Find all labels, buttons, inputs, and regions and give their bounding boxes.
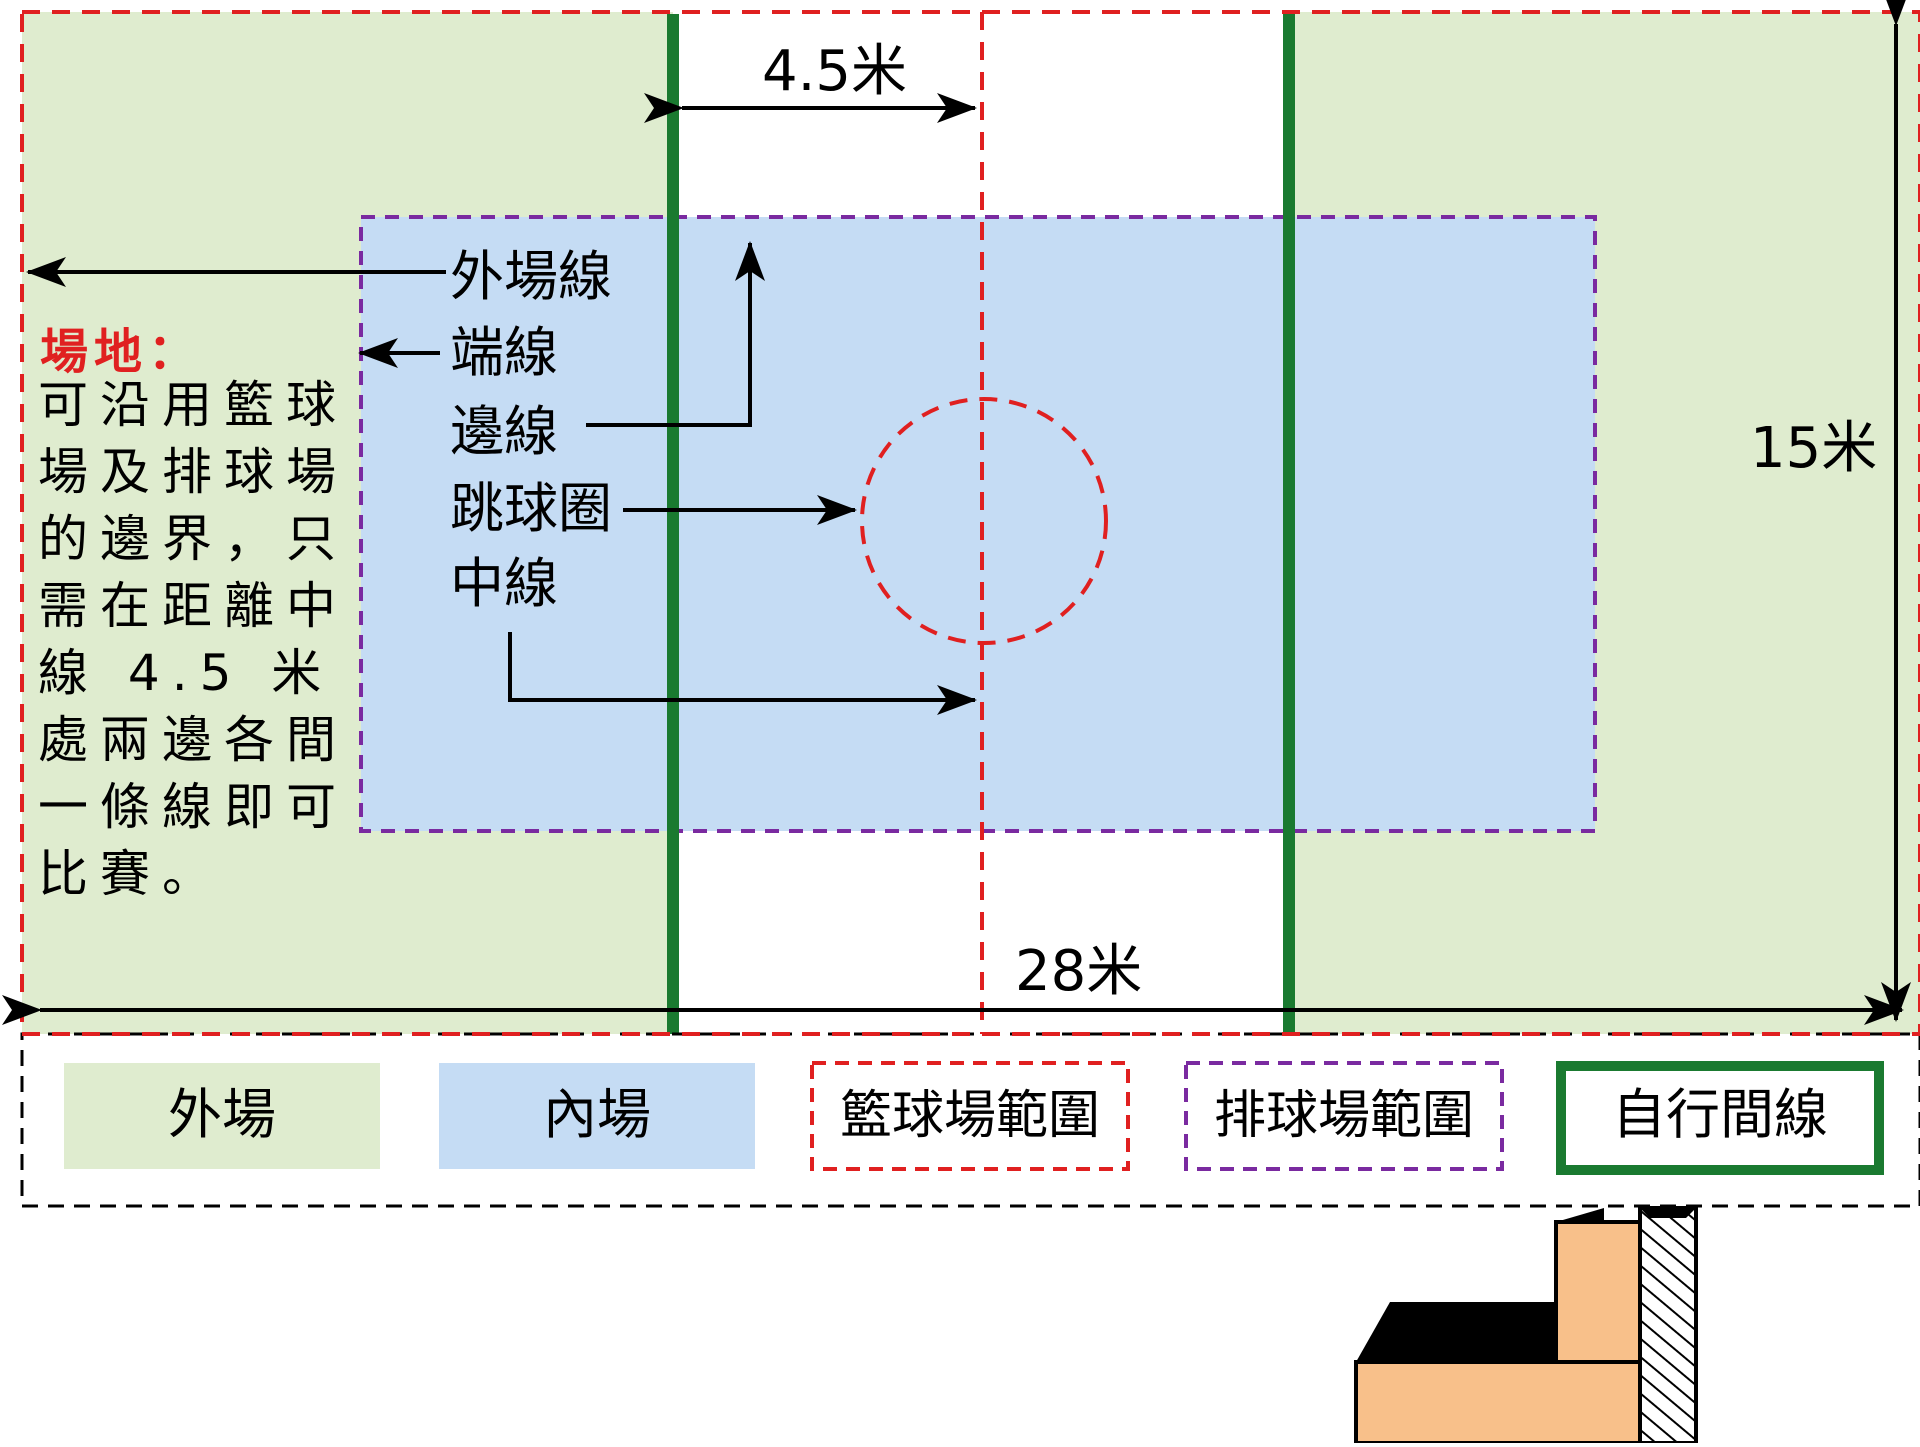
dimension-height-label: 15米: [1750, 416, 1877, 481]
center-line-arrow: [508, 632, 977, 715]
end-line-label: 端線: [450, 321, 558, 384]
legend-item-self-drawn: 自行間線: [1556, 1061, 1884, 1175]
dimension-length-label: 28米: [1015, 939, 1142, 1004]
center-line-label: 中線: [450, 552, 558, 615]
legend-item-outer-field: 外場: [64, 1063, 380, 1169]
inner-field: [361, 217, 1595, 831]
legend-label-inner-field: 內場: [543, 1083, 651, 1146]
side-line-arrow: [586, 241, 765, 427]
corner-figure: [1354, 1206, 1698, 1445]
legend-label-self-drawn: 自行間線: [1612, 1083, 1828, 1146]
jump-circle: [860, 397, 1108, 645]
legend-label-basketball: 籃球場範圍: [840, 1086, 1100, 1146]
legend-label-outer-field: 外場: [168, 1083, 276, 1146]
volleyball-boundary: [359, 215, 1597, 833]
jump-circle-label: 跳球圈: [450, 477, 612, 540]
note-title: 場地：: [40, 324, 203, 380]
legend-item-volleyball: 排球場範圍: [1184, 1061, 1504, 1171]
note-body: 可沿用籃球場及排球場的邊界，只需在距離中線 4.5 米處兩邊各間一條線即可比賽。: [38, 376, 348, 903]
legend-item-basketball: 籃球場範圍: [810, 1061, 1130, 1171]
dimension-gap-label: 4.5米: [762, 39, 907, 104]
outer-line-label: 外場線: [450, 245, 612, 308]
legend-item-inner-field: 內場: [439, 1063, 755, 1169]
side-line-label: 邊線: [450, 400, 558, 463]
legend-label-volleyball: 排球場範圍: [1214, 1086, 1474, 1146]
